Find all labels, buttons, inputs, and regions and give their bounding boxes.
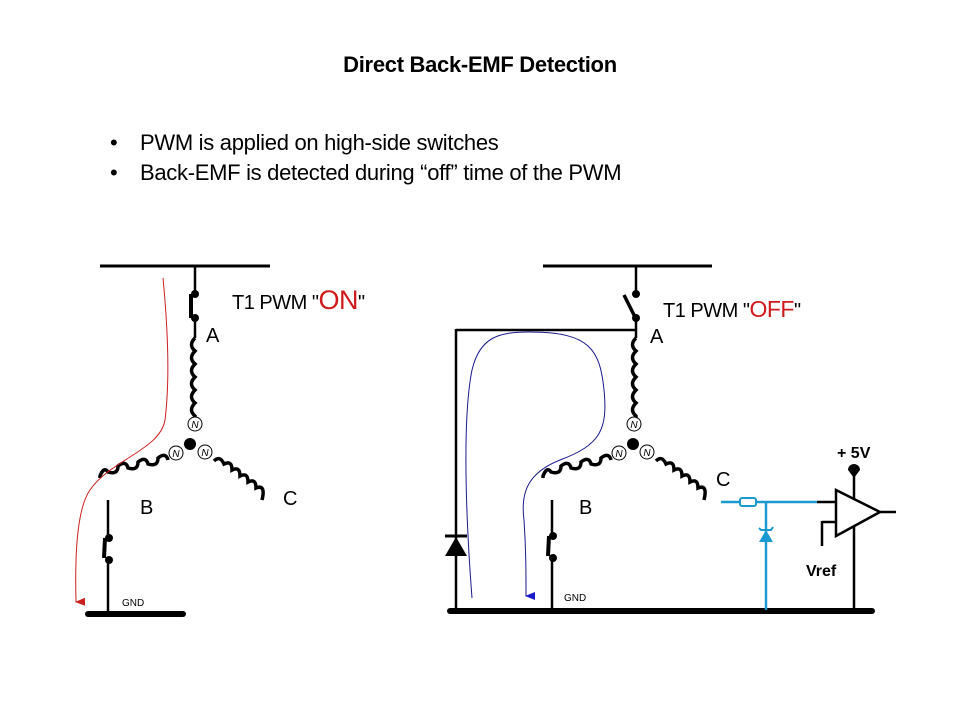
left-current-path-arrow [75, 277, 169, 606]
supply-voltage-label: + 5V [837, 445, 871, 462]
left-neutral-b: N [168, 445, 184, 461]
bullet-list: • PWM is applied on high-side switches • B… [110, 128, 622, 188]
right-phase-b-label: B [579, 497, 592, 519]
left-neutral-a: N [187, 416, 203, 432]
left-switch-state: ON [318, 285, 358, 315]
sense-circuit [721, 497, 817, 610]
freewheel-diode [445, 534, 467, 556]
right-phase-c-label: C [716, 469, 730, 491]
svg-text:N: N [643, 448, 651, 459]
bullet-item: • Back-EMF is detected during “off” time … [110, 158, 622, 188]
right-high-side-switch-open [622, 290, 640, 322]
right-low-side-switch-closed [546, 532, 557, 562]
right-switch-label: T1 PWM "OFF" [663, 296, 801, 322]
left-phase-c-coil [212, 456, 265, 501]
left-phase-a-label: A [206, 325, 220, 347]
left-ground-label: GND [122, 598, 144, 609]
left-phase-a-coil [189, 336, 198, 419]
bullet-item: • PWM is applied on high-side switches [110, 128, 621, 158]
svg-text:N: N [615, 449, 623, 460]
vref-label: Vref [806, 563, 837, 580]
left-phase-b-coil [98, 453, 170, 478]
bullet-icon: • [110, 130, 118, 155]
left-phase-c-label: C [283, 488, 297, 510]
left-phase-b-label: B [140, 497, 153, 519]
left-star-point [184, 438, 196, 450]
slide-title: Direct Back-EMF Detection [343, 52, 617, 77]
svg-text:N: N [172, 449, 180, 460]
right-neutral-a: N [626, 416, 642, 432]
svg-text:N: N [630, 420, 638, 431]
bullet-text: PWM is applied on high-side switches [140, 130, 499, 155]
sense-resistor [739, 497, 757, 507]
right-ground-label: GND [564, 593, 586, 604]
svg-text:N: N [201, 448, 209, 459]
left-high-side-switch-closed [189, 290, 199, 322]
right-phase-a-label: A [650, 326, 664, 348]
right-neutral-b: N [611, 445, 627, 461]
left-low-side-switch-closed [102, 534, 113, 564]
bullet-text: Back-EMF is detected during “off” time o… [140, 160, 622, 185]
right-phase-a-coil [630, 336, 639, 419]
right-phase-b-coil [541, 453, 613, 478]
right-star-point [627, 438, 639, 450]
left-circuit: N N N T1 PWM "ON" A B C GN [75, 264, 365, 617]
comparator [817, 464, 896, 611]
svg-text:N: N [191, 420, 199, 431]
supply-terminal-icon [848, 464, 860, 478]
right-neutral-c: N [639, 444, 655, 460]
left-neutral-c: N [197, 444, 213, 460]
right-circuit: N N N [445, 264, 896, 614]
right-switch-state: OFF [749, 296, 794, 322]
clamp-zener-diode [758, 526, 774, 542]
right-current-path-arrow [465, 331, 606, 600]
left-switch-label: T1 PWM "ON" [232, 285, 365, 315]
bullet-icon: • [110, 160, 118, 185]
right-phase-c-coil [654, 456, 707, 501]
